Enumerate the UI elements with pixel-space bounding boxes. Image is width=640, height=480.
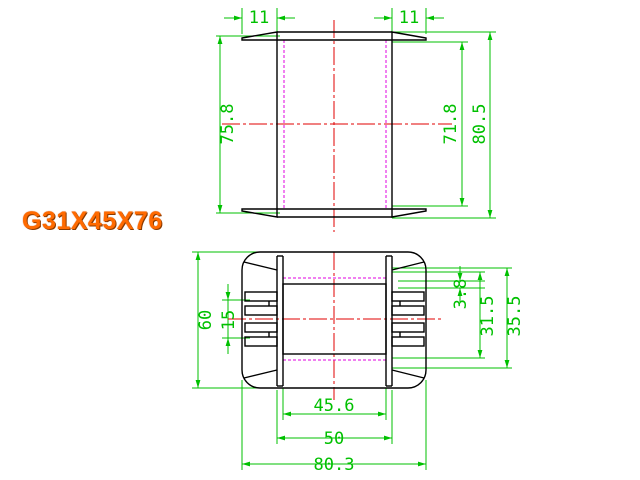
dim-bottom-overall-height: 60 — [196, 310, 216, 330]
dim-slot-height: 15 — [219, 310, 239, 330]
bottom-view-hidden-lines — [283, 277, 386, 361]
dim-core-width: 45.6 — [314, 396, 355, 416]
top-view-outline — [241, 31, 427, 218]
dim-bottom-overall-width: 80.3 — [314, 455, 355, 475]
bottom-view-dimension-lines — [195, 252, 510, 467]
bottom-view: 60 15 3.8 31.5 35.5 45.6 50 80.3 — [192, 251, 525, 475]
top-view-centerlines — [222, 20, 452, 232]
dim-pin-spacing: 3.8 — [451, 279, 471, 310]
dim-flange-width-left: 11 — [249, 8, 269, 28]
dim-flange-width-right: 11 — [399, 8, 419, 28]
dim-top-outer-height: 80.5 — [470, 104, 490, 145]
top-view: 11 11 75.8 71.8 80.5 — [216, 8, 496, 232]
dim-window-width: 50 — [324, 429, 344, 449]
dim-core-outer-height: 35.5 — [505, 296, 525, 337]
bottom-view-outline — [241, 251, 427, 389]
dim-top-inner-height: 71.8 — [441, 104, 461, 145]
dim-core-height: 31.5 — [478, 296, 498, 337]
top-view-extension-lines — [216, 8, 496, 219]
part-name-title: G31X45X76 — [22, 207, 163, 235]
bottom-view-centerlines — [228, 252, 442, 400]
bottom-view-extension-lines — [192, 251, 512, 470]
top-view-hidden-lines — [283, 40, 387, 210]
top-view-dimension-lines — [217, 15, 493, 218]
dim-top-overall-height: 75.8 — [218, 104, 238, 145]
